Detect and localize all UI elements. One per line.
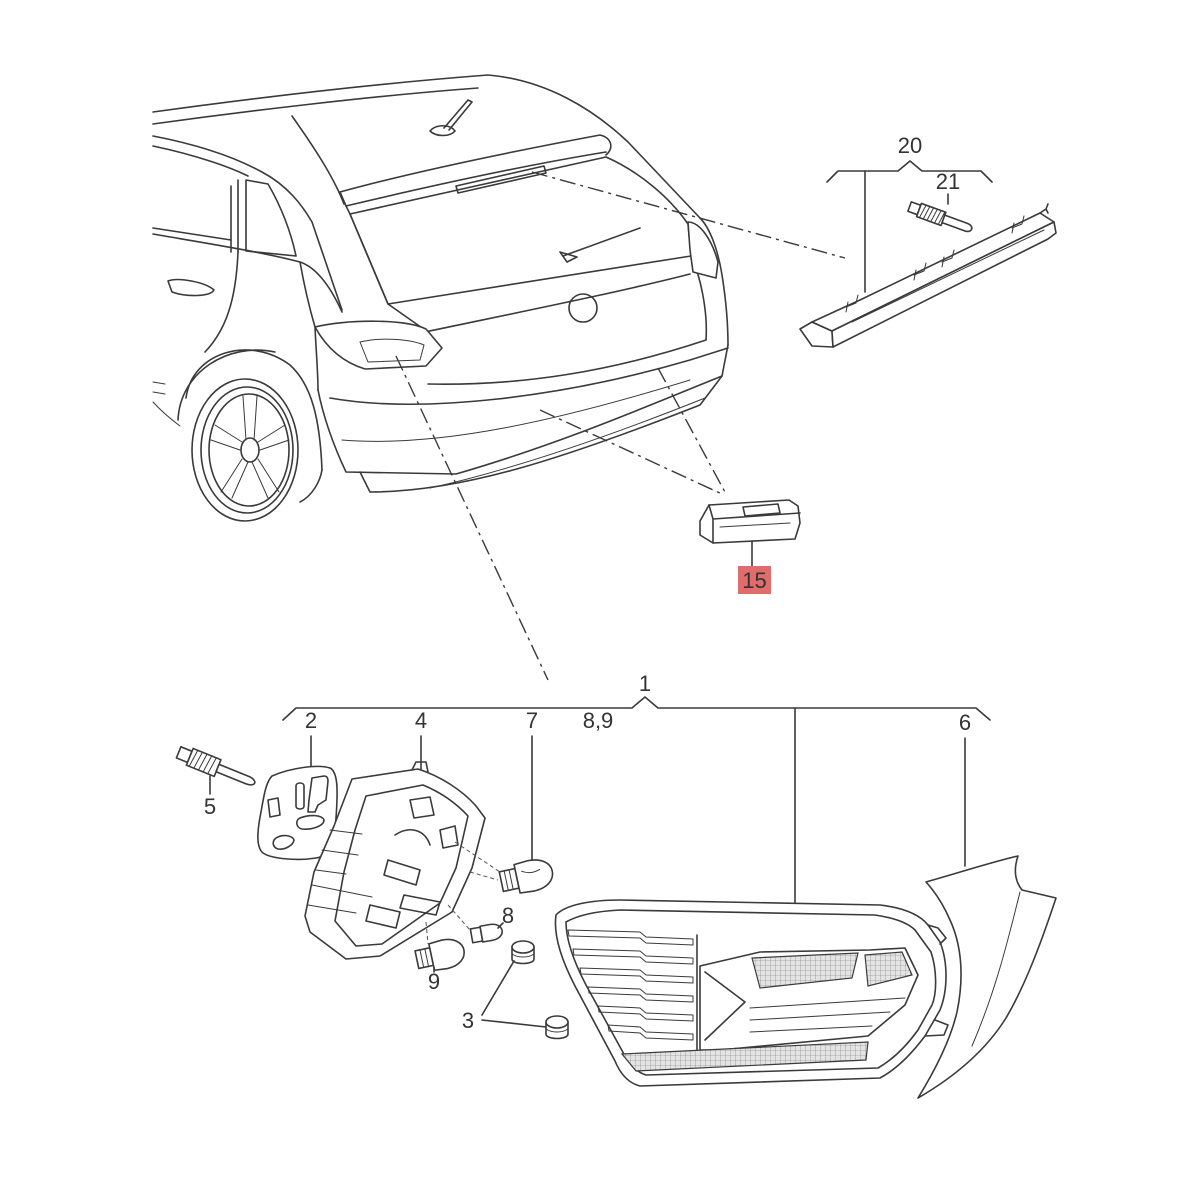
quarter-glass xyxy=(245,179,297,257)
car-high-level-brake-light xyxy=(455,165,547,194)
callout-label-15: 15 xyxy=(742,568,766,593)
callout-lines-3 xyxy=(481,960,547,1028)
part-21-bulb xyxy=(907,201,973,233)
spoiler-lower xyxy=(345,151,607,207)
part-3-cap-lower xyxy=(545,1015,569,1040)
leader-bumper-to-part-15-b xyxy=(657,367,727,495)
install-line-bulb-9 xyxy=(425,921,429,945)
wheel-arch-inner xyxy=(177,349,276,421)
leader-bumper-to-part-15-a xyxy=(539,409,725,496)
side-window-frame xyxy=(152,135,343,311)
callout-label-5: 5 xyxy=(204,794,216,819)
diffuser xyxy=(359,375,723,493)
callout-label-7: 7 xyxy=(526,708,538,733)
car-left-tail-light xyxy=(314,320,443,370)
side-marks xyxy=(152,381,181,427)
diffuser-line xyxy=(429,397,706,489)
leader-brake-light-to-part-20 xyxy=(531,171,846,259)
install-line-bulb-8 xyxy=(447,904,471,931)
hatch-left-edge xyxy=(339,191,426,331)
roof-line xyxy=(152,87,479,125)
leader-tail-light-to-part-1 xyxy=(395,355,549,681)
part-4-bulb-holder xyxy=(304,761,486,960)
part-1-tail-light xyxy=(554,899,949,1087)
callout-label-6: 6 xyxy=(959,710,971,735)
rocker xyxy=(299,469,323,503)
callout-label-8: 8 xyxy=(502,903,514,928)
brand-badge xyxy=(568,293,598,323)
hatch-lower-edge xyxy=(427,339,707,385)
bumper-top xyxy=(329,347,729,405)
callout-label-9: 9 xyxy=(428,969,440,994)
body-right-edge xyxy=(699,217,729,346)
callout-label-3: 3 xyxy=(462,1008,474,1033)
c-pillar xyxy=(291,115,345,205)
antenna xyxy=(429,99,473,137)
callout-highlight-box-15 xyxy=(738,566,771,594)
beltline xyxy=(152,227,343,313)
wheel-arch xyxy=(185,349,323,471)
callout-label-21: 21 xyxy=(936,169,960,194)
callout-label-1: 1 xyxy=(639,671,651,696)
part-20-high-level-brake-light xyxy=(799,203,1057,348)
door-line xyxy=(204,251,239,353)
bumper-crease xyxy=(341,379,691,442)
car-left-tail-light-lens xyxy=(359,338,425,363)
rear-window xyxy=(349,156,692,305)
bracket-20 xyxy=(826,160,993,183)
bumper xyxy=(317,344,729,475)
part-6-body-panel xyxy=(917,855,1057,1099)
rear-quarter xyxy=(299,261,319,391)
install-line-bulb-7 xyxy=(454,841,501,881)
part-2-gasket xyxy=(257,765,338,861)
callout-label-4: 4 xyxy=(415,708,427,733)
callout-label-20: 20 xyxy=(898,133,922,158)
car-right-tail-light xyxy=(687,221,719,279)
callout-label-8-9: 8,9 xyxy=(583,708,614,733)
b-pillar xyxy=(230,179,239,253)
part-15-licence-plate-light xyxy=(699,499,801,544)
callout-label-2: 2 xyxy=(305,708,317,733)
bracket-1 xyxy=(282,696,991,721)
part-7-bulb xyxy=(498,859,554,894)
door-handle xyxy=(167,278,215,297)
part-9-bulb xyxy=(414,938,465,972)
part-5-bulb xyxy=(175,745,256,786)
part-8-bulb xyxy=(469,923,503,944)
part-3-cap-upper xyxy=(511,940,535,965)
spoiler xyxy=(339,134,612,193)
rear-wiper xyxy=(559,227,641,263)
car-rear-view xyxy=(152,74,729,522)
roof-outline xyxy=(152,74,701,219)
side-window-frame-inner xyxy=(152,145,249,177)
rear-wheel xyxy=(191,378,299,522)
callout-line-8 xyxy=(497,922,504,929)
hatch-belt xyxy=(424,273,691,333)
